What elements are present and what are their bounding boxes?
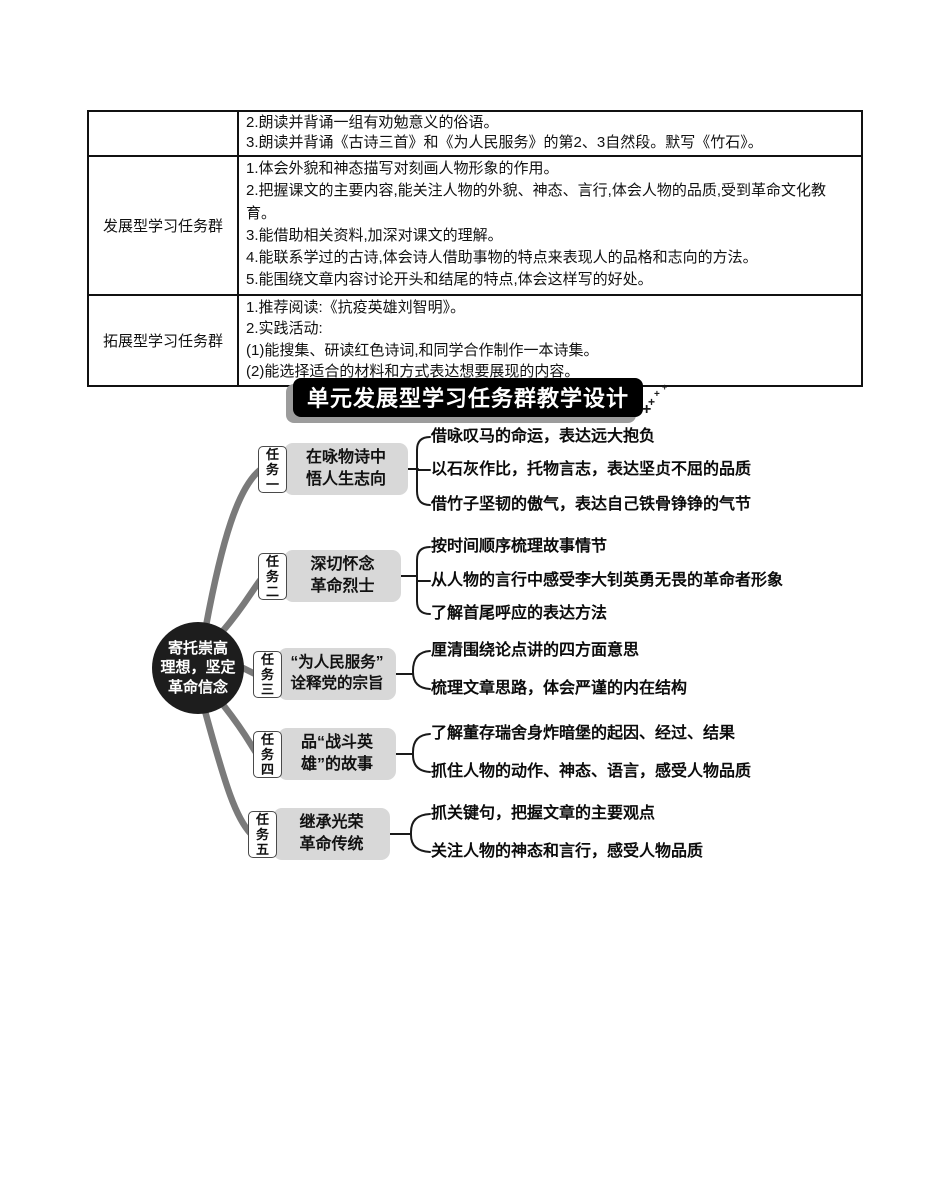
task-node: 深切怀念 革命烈士	[284, 550, 401, 602]
task-number-tag: 任务四	[253, 731, 282, 778]
table-row-content: 1.推荐阅读:《抗疫英雄刘智明》。 2.实践活动: (1)能搜集、研读红色诗词,…	[239, 296, 861, 385]
sparkle-icon: +	[662, 382, 668, 392]
table-row: 拓展型学习任务群 1.推荐阅读:《抗疫英雄刘智明》。 2.实践活动: (1)能搜…	[89, 293, 861, 385]
mindmap-item: 以石灰作比，托物言志，表达坚贞不屈的品质	[431, 461, 752, 478]
task-number-label: 任务二	[266, 553, 280, 600]
task-number-label: 任务五	[256, 811, 270, 858]
learning-task-table: 2.朗读并背诵一组有劝勉意义的俗语。 3.朗读并背诵《古诗三首》和《为人民服务》…	[87, 110, 863, 387]
mindmap-item: 从人物的言行中感受李大钊英勇无畏的革命者形象	[431, 572, 784, 589]
mindmap-item: 厘清围绕论点讲的四方面意思	[431, 642, 640, 659]
mindmap-item: 借咏叹马的命运，表达远大抱负	[431, 428, 656, 445]
task-node-line: 革命传统	[299, 836, 364, 853]
mindmap-center-node: 寄托崇高 理想，坚定 革命信念	[152, 622, 244, 714]
task-number-label: 任务四	[261, 731, 275, 778]
table-row: 发展型学习任务群 1.体会外貌和神态描写对刻画人物形象的作用。 2.把握课文的主…	[89, 155, 861, 294]
table-line: 2.把握课文的主要内容,能关注人物的外貌、神态、言行,体会人物的品质,受到革命文…	[246, 182, 827, 222]
table-row-label: 拓展型学习任务群	[89, 295, 239, 385]
mindmap-item: 关注人物的神态和言行，感受人物品质	[431, 843, 704, 860]
center-node-line: 寄托崇高	[167, 640, 228, 658]
task-node-line: 雄”的故事	[300, 756, 373, 773]
mindmap-item: 借竹子坚韧的傲气，表达自己铁骨铮铮的气节	[431, 496, 752, 513]
task-number-label: 任务一	[266, 446, 280, 493]
section-title-banner: 单元发展型学习任务群教学设计	[293, 378, 644, 417]
task-number-tag: 任务一	[258, 446, 287, 493]
table-line: 1.体会外貌和神态描写对刻画人物形象的作用。	[246, 160, 559, 177]
mindmap-item: 梳理文章思路，体会严谨的内在结构	[431, 680, 688, 697]
mindmap-item: 按时间顺序梳理故事情节	[431, 538, 608, 555]
task-number-label: 任务三	[261, 651, 275, 698]
task-number-tag: 任务二	[258, 553, 287, 600]
task-node: “为人民服务” 诠释党的宗旨	[278, 648, 396, 700]
task-node-line: 革命烈士	[310, 578, 375, 595]
task-node-line: 深切怀念	[310, 556, 375, 574]
task-node: 继承光荣 革命传统	[273, 808, 390, 860]
task-node-line: 诠释党的宗旨	[290, 675, 384, 692]
task-node: 在咏物诗中 悟人生志向	[284, 443, 408, 495]
task-node: 品“战斗英 雄”的故事	[278, 728, 396, 780]
task-number-tag: 任务三	[253, 651, 282, 698]
center-node-line: 理想，坚定	[160, 659, 236, 677]
center-node-line: 革命信念	[167, 678, 228, 696]
sparkle-icon: +	[648, 395, 656, 409]
table-row: 2.朗读并背诵一组有劝勉意义的俗语。 3.朗读并背诵《古诗三首》和《为人民服务》…	[89, 112, 861, 155]
table-line: 5.能围绕文章内容讨论开头和结尾的特点,体会这样写的好处。	[246, 271, 653, 289]
mindmap-item: 了解首尾呼应的表达方法	[431, 605, 608, 622]
sparkle-icon: +	[654, 389, 660, 400]
task-node-line: 在咏物诗中	[305, 449, 386, 467]
mindmap-item: 了解董存瑞舍身炸暗堡的起因、经过、结果	[431, 725, 736, 742]
table-line: (2)能选择适合的材料和方式表达想要展现的内容。	[246, 363, 580, 381]
task-node-line: 悟人生志向	[305, 471, 386, 488]
task-node-line: 品“战斗英	[300, 734, 373, 752]
task-number-tag: 任务五	[248, 811, 277, 858]
table-line: 3.朗读并背诵《古诗三首》和《为人民服务》的第2、3自然段。默写《竹石》。	[246, 134, 763, 151]
table-row-content: 2.朗读并背诵一组有劝勉意义的俗语。 3.朗读并背诵《古诗三首》和《为人民服务》…	[239, 112, 861, 155]
sparkle-icon: +	[642, 401, 652, 418]
table-line: 4.能联系学过的古诗,体会诗人借助事物的特点来表现人的品格和志向的方法。	[246, 249, 758, 267]
table-row-label	[89, 112, 239, 155]
table-line: 3.能借助相关资料,加深对课文的理解。	[246, 226, 503, 244]
task-node-line: 继承光荣	[299, 814, 364, 832]
mindmap-item: 抓住人物的动作、神态、语言，感受人物品质	[431, 763, 752, 780]
table-line: (1)能搜集、研读红色诗词,和同学合作制作一本诗集。	[246, 341, 599, 359]
table-line: 2.朗读并背诵一组有劝勉意义的俗语。	[246, 114, 499, 131]
task-node-line: “为人民服务”	[290, 654, 384, 672]
mindmap-item: 抓关键句，把握文章的主要观点	[431, 805, 656, 822]
table-line: 1.推荐阅读:《抗疫英雄刘智明》。	[246, 298, 466, 316]
table-row-label: 发展型学习任务群	[89, 157, 239, 294]
table-row-content: 1.体会外貌和神态描写对刻画人物形象的作用。 2.把握课文的主要内容,能关注人物…	[239, 157, 861, 294]
table-line: 2.实践活动:	[246, 320, 323, 338]
